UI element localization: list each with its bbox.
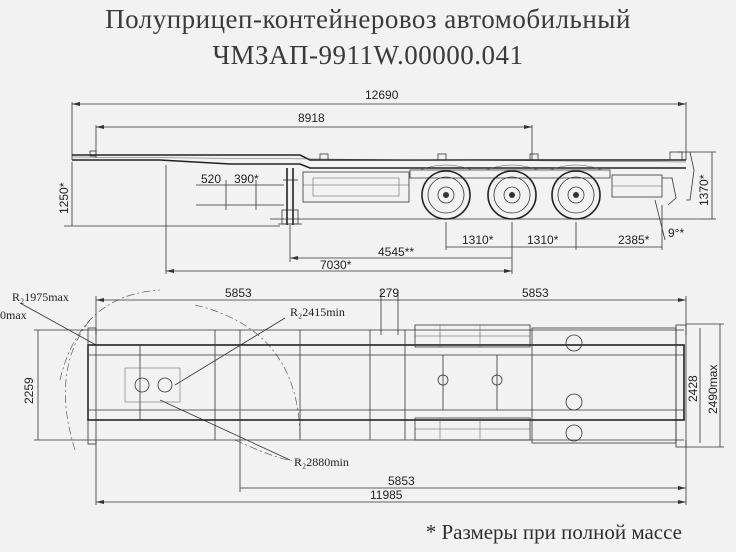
- radius-cut: 0max: [0, 308, 27, 322]
- dim-520: 520: [201, 172, 221, 186]
- axle-1: [419, 164, 473, 220]
- dim-279: 279: [379, 286, 399, 300]
- side-view: 12690 8918: [57, 88, 716, 274]
- axle-3: [549, 164, 603, 220]
- dim-width-2490: 2490max: [706, 365, 720, 414]
- dim-4545: 4545**: [378, 245, 414, 259]
- dim-angle: 9°*: [668, 226, 684, 240]
- dim-axle-spacing-2: 1310*: [527, 233, 559, 247]
- dim-5853-top-right: 5853: [522, 286, 549, 300]
- drawing-title: Полуприцеп-контейнеровоз автомобильный: [105, 4, 631, 34]
- dim-overall-length: 12690: [365, 88, 399, 102]
- dim-5853-top-left: 5853: [225, 286, 252, 300]
- radius-2415: R₂2415min: [290, 305, 345, 319]
- dim-11985: 11985: [370, 488, 403, 502]
- top-view: 5853 279 5853 R₂1975max 0max R₂2415min R…: [0, 286, 724, 505]
- dim-height-rear: 1370*: [697, 174, 711, 206]
- dim-5853-bottom: 5853: [388, 474, 415, 488]
- dim-rear-overhang: 2385*: [618, 233, 650, 247]
- dim-390: 390*: [234, 172, 259, 186]
- dim-7030: 7030*: [320, 258, 352, 272]
- dim-axle-spacing-1: 1310*: [462, 233, 494, 247]
- model-number: ЧМЗАП-9911W.00000.041: [212, 40, 524, 70]
- dim-width-2259: 2259: [22, 377, 36, 404]
- dim-height-front: 1250*: [57, 182, 71, 214]
- footnote: * Размеры при полной массе: [425, 520, 682, 544]
- radius-2880: R₂2880min: [294, 455, 349, 469]
- dim-8918: 8918: [298, 111, 325, 125]
- dim-width-2428: 2428: [686, 375, 700, 402]
- axle-2: [485, 164, 539, 220]
- radius-1975: R₂1975max: [12, 290, 69, 304]
